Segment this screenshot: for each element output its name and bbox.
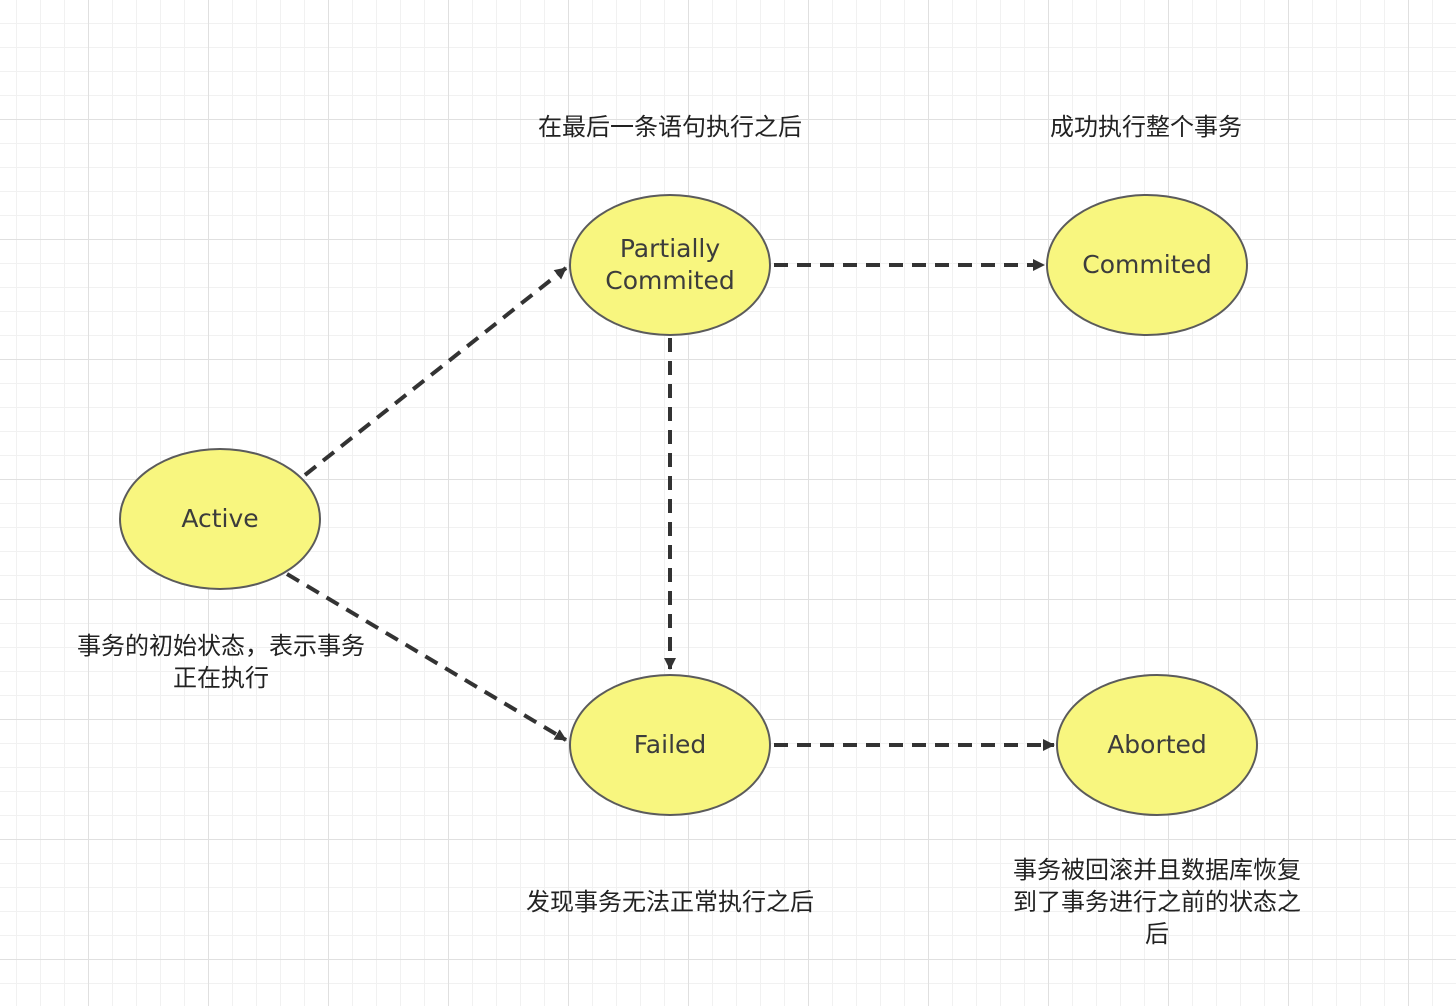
caption-partially-commited-text: 在最后一条语句执行之后 (538, 113, 802, 141)
caption-commited: 成功执行整个事务 (996, 111, 1296, 143)
state-node-active[interactable]: Active (119, 448, 321, 590)
state-node-partially-commited-label: Partially Commited (605, 234, 735, 295)
caption-aborted-line: 到了事务进行之前的状态之 (1013, 888, 1301, 916)
state-node-aborted[interactable]: Aborted (1056, 674, 1258, 816)
caption-partially-commited: 在最后一条语句执行之后 (470, 111, 870, 143)
state-node-commited-label: Commited (1082, 250, 1212, 279)
state-node-failed[interactable]: Failed (569, 674, 771, 816)
state-node-commited[interactable]: Commited (1046, 194, 1248, 336)
edge-active-to-failed (285, 572, 568, 742)
state-node-aborted-label: Aborted (1107, 730, 1207, 759)
caption-aborted-line: 后 (1145, 920, 1169, 948)
caption-active: 事务的初始状态，表示事务 正在执行 (56, 630, 386, 694)
caption-failed-text: 发现事务无法正常执行之后 (526, 888, 814, 916)
state-node-failed-label: Failed (633, 730, 707, 759)
state-node-active-label: Active (181, 504, 259, 533)
caption-active-line: 正在执行 (173, 664, 269, 692)
caption-aborted: 事务被回滚并且数据库恢复 到了事务进行之前的状态之 后 (992, 854, 1322, 950)
caption-aborted-line: 事务被回滚并且数据库恢复 (1013, 856, 1301, 884)
caption-failed: 发现事务无法正常执行之后 (490, 886, 850, 918)
caption-active-line: 事务的初始状态，表示事务 (77, 632, 365, 660)
state-node-partially-commited[interactable]: Partially Commited (569, 194, 771, 336)
edge-active-to-partially-commited (303, 266, 568, 477)
caption-commited-text: 成功执行整个事务 (1050, 113, 1242, 141)
